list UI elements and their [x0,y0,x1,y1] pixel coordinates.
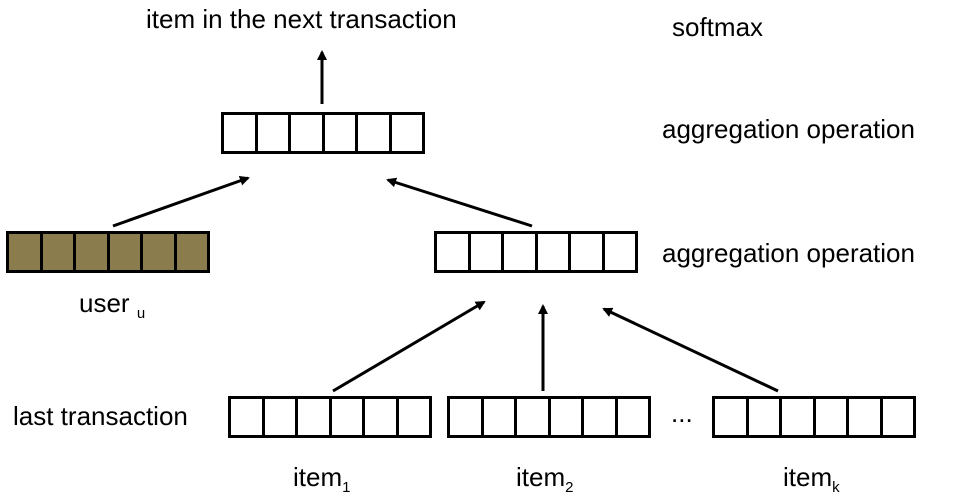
aggregation-operation-top-label: aggregation operation [662,114,915,144]
user-vector [6,231,210,273]
aggregation-operation-mid-label: aggregation operation [662,238,915,268]
item-1-label: item1 [293,462,351,496]
top-aggregation-vector [221,112,425,154]
item-1-subscript: 1 [342,479,351,496]
item-k-vector [712,396,916,438]
arrow-item1-to-mid [332,300,486,393]
item-2-subscript: 2 [565,479,574,496]
arrow-mid-to-top [386,177,533,228]
user-label: user u [79,288,146,322]
mid-aggregation-vector [434,231,638,273]
last-transaction-label: last transaction [13,401,188,431]
item-k-subscript: k [832,479,840,496]
item-2-label: item2 [516,462,574,496]
softmax-label: softmax [672,12,764,42]
arrow-user-to-top [112,175,250,228]
item-2-vector [447,396,651,438]
item-k-label: itemk [783,462,840,496]
user-subscript: u [136,305,146,322]
item-1-vector [228,396,432,438]
ellipsis-label: ... [671,398,693,428]
arrow-itemk-to-mid [602,307,779,393]
next-transaction-item-label: item in the next transaction [146,4,457,34]
